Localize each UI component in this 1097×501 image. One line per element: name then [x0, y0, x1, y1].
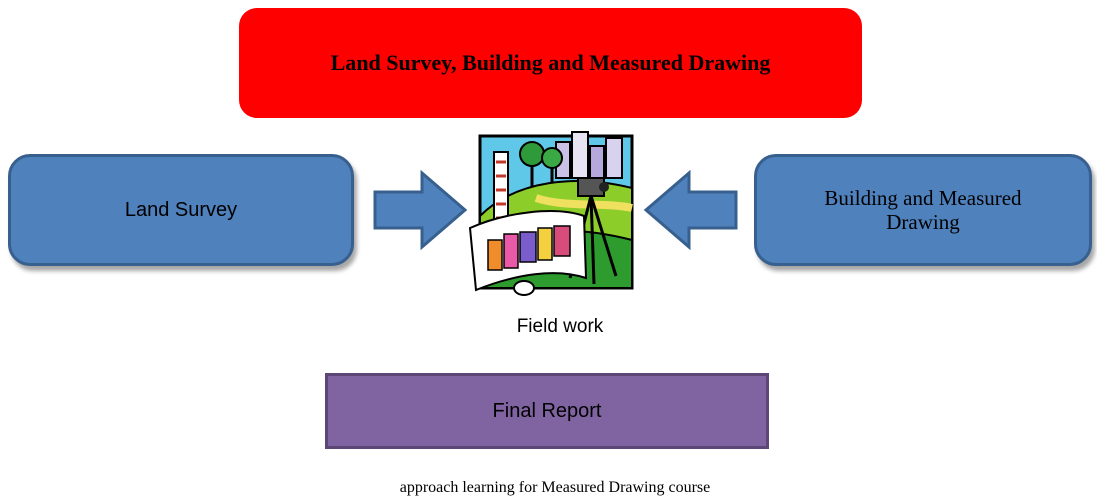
final-report-box: Final Report	[325, 373, 769, 449]
building-measured-drawing-label: Building and Measured Drawing	[824, 185, 1022, 234]
figure-caption: approach learning for Measured Drawing c…	[399, 479, 711, 496]
building-measured-drawing-box: Building and Measured Drawing	[754, 154, 1092, 266]
field-work-clipart-icon	[468, 131, 634, 296]
land-survey-box: Land Survey	[8, 154, 354, 266]
field-work-label: Field work	[516, 316, 604, 337]
right-arrow-icon	[373, 170, 468, 250]
left-arrow-icon	[643, 170, 738, 250]
final-report-label: Final Report	[492, 399, 602, 422]
land-survey-label: Land Survey	[124, 198, 238, 221]
title-box: Land Survey, Building and Measured Drawi…	[239, 8, 862, 118]
